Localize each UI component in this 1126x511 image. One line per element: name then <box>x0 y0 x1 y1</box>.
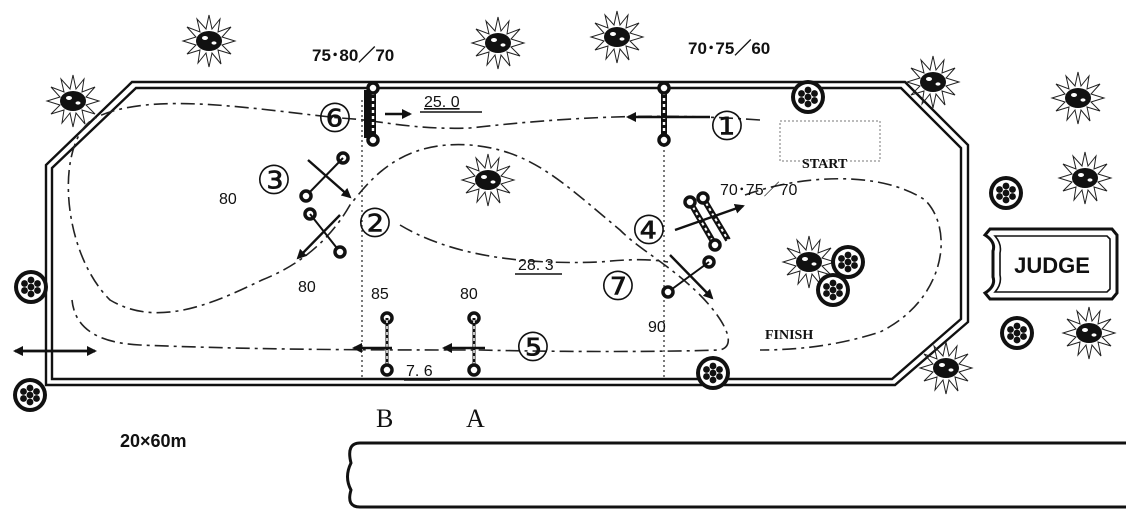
start-label: START <box>802 157 848 172</box>
fence-5b <box>352 311 394 377</box>
fence-5a-height: 80 <box>460 286 478 303</box>
line-a-label: A <box>466 404 485 433</box>
distance-6-1: 25. 0 <box>424 94 460 111</box>
riding-track <box>67 102 761 353</box>
tree-icon <box>919 341 973 395</box>
fence-4-number: ④ <box>631 208 667 253</box>
fence-7-height: 90 <box>648 319 666 336</box>
fence-2-number: ② <box>357 201 393 246</box>
fence-1-number: ① <box>709 104 745 149</box>
top-left-height: 75･80／70 <box>312 45 394 65</box>
fence-6-number: ⑥ <box>317 96 353 141</box>
tree-icon <box>590 10 644 64</box>
tree-icon <box>182 14 236 68</box>
flower-pot-icon <box>816 273 850 307</box>
flower-pot-icon <box>14 270 48 304</box>
fence-3-height: 80 <box>219 191 237 208</box>
fence-5a <box>442 311 485 377</box>
distance-4-2: 28. 3 <box>518 257 554 274</box>
judge-label: JUDGE <box>1014 253 1090 278</box>
fence-4-height: 70･75／70 <box>720 182 797 199</box>
tree-icon <box>46 74 100 128</box>
top-right-height: 70･75／60 <box>688 38 770 58</box>
tree-icon <box>1058 151 1112 205</box>
fence-4-oxer <box>674 191 745 252</box>
judge-box: JUDGE <box>982 227 1119 301</box>
arena-fence-outer <box>44 80 970 387</box>
arena-fence-inner <box>50 86 963 381</box>
flower-pot-icon <box>1000 316 1034 350</box>
fence-1 <box>626 81 710 147</box>
riding-track-right <box>744 177 942 351</box>
tree-icon <box>1062 306 1116 360</box>
arena-size-label: 20×60m <box>120 431 187 451</box>
fence-7-number: ⑦ <box>600 264 636 309</box>
finish-label: FINISH <box>765 328 813 343</box>
flower-pot-icon <box>696 356 730 390</box>
fence-2 <box>296 207 347 260</box>
fence-6 <box>364 81 412 147</box>
tree-icon <box>471 16 525 70</box>
tree-icon <box>1051 71 1105 125</box>
line-b-label: B <box>376 404 393 433</box>
fence-5b-height: 85 <box>371 286 389 303</box>
stand-box <box>346 441 1126 509</box>
fence-3 <box>299 151 352 203</box>
flower-pot-icon <box>13 378 47 412</box>
fence-2-height: 80 <box>298 279 316 296</box>
distance-b-a: 7. 6 <box>406 363 433 380</box>
fence-3-number: ③ <box>256 158 292 203</box>
start-box <box>779 120 881 162</box>
riding-track-mid <box>399 224 669 264</box>
flower-pot-icon <box>791 80 825 114</box>
tree-icon <box>461 153 515 207</box>
flower-pot-icon <box>989 176 1023 210</box>
fence-5-number: ⑤ <box>515 325 551 370</box>
fence-7 <box>661 254 716 300</box>
